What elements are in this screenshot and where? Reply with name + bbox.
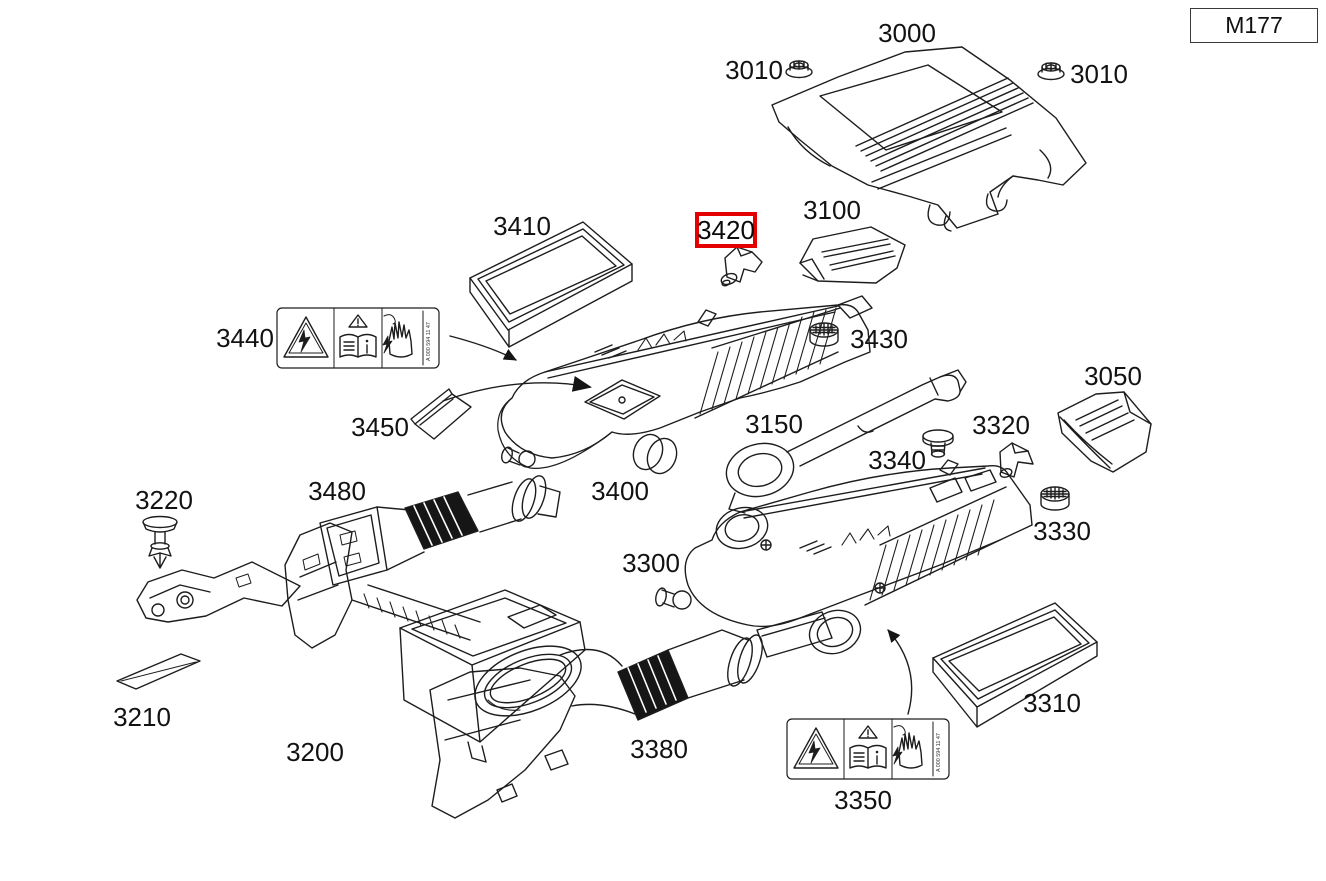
part-air-duct-3480[interactable]: [320, 473, 560, 585]
callout-3210[interactable]: 3210: [113, 702, 171, 732]
callout-3050[interactable]: 3050: [1084, 361, 1142, 391]
model-badge-label: M177: [1225, 12, 1283, 38]
part-grommet-3430[interactable]: [809, 322, 839, 347]
callout-3010-right[interactable]: 3010: [1070, 59, 1128, 89]
callout-3400[interactable]: 3400: [591, 476, 649, 506]
callout-3420-highlight-box[interactable]: 3420: [695, 212, 757, 248]
callout-3480[interactable]: 3480: [308, 476, 366, 506]
callout-3310[interactable]: 3310: [1023, 688, 1081, 718]
callout-3300[interactable]: 3300: [622, 548, 680, 578]
callout-arrows: [443, 336, 912, 714]
callout-3410[interactable]: 3410: [493, 211, 551, 241]
callout-3450[interactable]: 3450: [351, 412, 409, 442]
part-cover-3050[interactable]: [1058, 392, 1151, 472]
arrow-3450-to-3400: [443, 376, 592, 401]
callout-3150[interactable]: 3150: [745, 409, 803, 439]
callout-3010-left[interactable]: 3010: [725, 55, 783, 85]
callout-3000[interactable]: 3000: [878, 18, 936, 48]
part-warning-sticker-3350[interactable]: [786, 718, 950, 780]
part-pad-3210[interactable]: [117, 654, 200, 689]
callout-3440[interactable]: 3440: [216, 323, 274, 353]
part-clip-3220[interactable]: [143, 517, 177, 569]
part-air-filter-3410[interactable]: [470, 222, 632, 347]
callout-3340[interactable]: 3340: [868, 445, 926, 475]
part-engine-cover-3000[interactable]: [772, 47, 1086, 231]
part-cover-3100[interactable]: [800, 227, 905, 283]
callout-3100[interactable]: 3100: [803, 195, 861, 225]
callout-3430[interactable]: 3430: [850, 324, 908, 354]
callout-3200[interactable]: 3200: [286, 737, 344, 767]
part-bracket-3420[interactable]: [720, 247, 762, 287]
part-air-duct-3380[interactable]: [465, 630, 767, 730]
part-bracket-3320[interactable]: [999, 443, 1033, 479]
part-grommet-3330[interactable]: [1040, 486, 1070, 511]
callout-3220[interactable]: 3220: [135, 485, 193, 515]
part-flange-nut-3010-right[interactable]: [1037, 62, 1065, 81]
callout-3320[interactable]: 3320: [972, 410, 1030, 440]
callout-3350[interactable]: 3350: [834, 785, 892, 815]
part-warning-sticker-3440[interactable]: [276, 307, 440, 369]
model-badge: M177: [1190, 8, 1318, 43]
callout-3330[interactable]: 3330: [1033, 516, 1091, 546]
arrow-3350-to-3300: [888, 629, 912, 714]
part-plug-3340[interactable]: [922, 429, 954, 458]
part-air-cleaner-3400[interactable]: [498, 296, 872, 478]
callout-3380[interactable]: 3380: [630, 734, 688, 764]
part-pad-3450[interactable]: [411, 389, 471, 439]
part-flange-nut-3010-left[interactable]: [785, 60, 813, 79]
part-air-cleaner-3300[interactable]: [654, 460, 1032, 661]
callout-3420-label: 3420: [697, 214, 755, 245]
arrow-3440-to-3400: [450, 336, 517, 360]
part-intake-frame-3200[interactable]: [137, 523, 585, 818]
part-air-filter-3310[interactable]: [933, 603, 1097, 727]
